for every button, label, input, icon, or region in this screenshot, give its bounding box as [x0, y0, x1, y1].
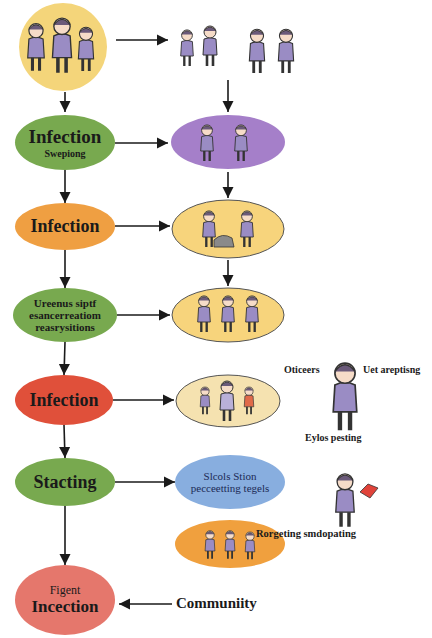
ellipse-node: FigentIncection — [15, 565, 115, 635]
arrow — [115, 225, 170, 227]
node-text: Incection — [31, 597, 98, 616]
node-text: Ureenus siptf esancerreatiom reasrysitio… — [22, 297, 108, 334]
note-label: Communiity — [176, 595, 257, 612]
arrow — [227, 172, 229, 198]
note-label: Uet areptisng — [363, 364, 420, 375]
node-text: Slcols Stion pecceetting tegels — [190, 470, 270, 495]
note-label: Oticeers — [284, 364, 320, 375]
node-text: Figent — [50, 584, 81, 597]
node-text: Infection — [31, 216, 100, 236]
flow-arrow — [64, 170, 66, 203]
arrow — [64, 92, 66, 112]
node-text: Swepiong — [44, 148, 85, 159]
arrow — [119, 603, 172, 605]
person-icon — [241, 211, 254, 247]
child-icon — [225, 531, 235, 559]
child-icon — [245, 532, 255, 559]
flow-arrow — [64, 425, 65, 458]
ellipse-outline — [15, 565, 115, 635]
person-icon — [246, 296, 259, 332]
flow-arrow — [64, 342, 65, 375]
flow-arrow — [64, 506, 66, 565]
node-text: Stacting — [34, 472, 97, 492]
group-ellipse — [175, 520, 285, 568]
group-ellipse — [172, 288, 284, 342]
node-text: Infection — [30, 390, 99, 410]
ellipse-node: Ureenus siptf esancerreatiom reasrysitio… — [13, 288, 117, 342]
ellipse-outline — [15, 115, 115, 170]
child-icon — [205, 531, 215, 559]
person-icon — [203, 26, 217, 66]
person-figure — [336, 474, 354, 527]
flow-arrow — [115, 481, 175, 483]
ellipse-outline — [175, 455, 285, 509]
dog-icon — [214, 235, 234, 247]
ellipse-outline — [13, 288, 117, 342]
arrow — [115, 142, 168, 144]
person-icon — [222, 296, 235, 332]
flow-arrow — [64, 250, 66, 288]
group-ellipse — [176, 375, 280, 427]
arrow — [117, 314, 170, 316]
person-icon — [249, 29, 264, 73]
person-icon — [181, 30, 194, 66]
group-ellipse — [171, 115, 285, 169]
ellipse-node: Slcols Stion pecceetting tegels — [175, 455, 285, 509]
ellipse-outline — [15, 458, 115, 506]
child-icon — [244, 387, 254, 414]
person-icon — [220, 381, 234, 421]
person-figure — [333, 363, 357, 430]
person-icon — [198, 296, 211, 332]
node-text: Infection — [29, 126, 102, 147]
person-icon — [28, 24, 45, 71]
note-label: Rorgeting smdopating — [256, 528, 356, 539]
note-label: Eylos pesting — [305, 432, 361, 443]
ellipse-node: Infection — [15, 375, 113, 425]
person-icon — [78, 27, 93, 71]
arrow — [116, 39, 168, 41]
arrow — [227, 260, 229, 286]
person-icon — [52, 18, 71, 73]
ellipse-node: Stacting — [15, 458, 115, 506]
flag-icon — [360, 484, 378, 498]
person-icon — [278, 29, 293, 73]
ellipse-node: InfectionSwepiong — [15, 115, 115, 170]
person-icon — [201, 125, 214, 161]
arrow — [113, 399, 174, 401]
person-icon — [235, 125, 248, 161]
ellipse-node: Infection — [15, 203, 115, 250]
child-icon — [200, 387, 210, 414]
group-ellipse — [172, 200, 284, 258]
family-circle — [19, 3, 107, 91]
arrow — [227, 80, 229, 112]
ellipse-outline — [15, 375, 113, 425]
ellipse-outline — [15, 203, 115, 250]
person-icon — [203, 211, 216, 247]
